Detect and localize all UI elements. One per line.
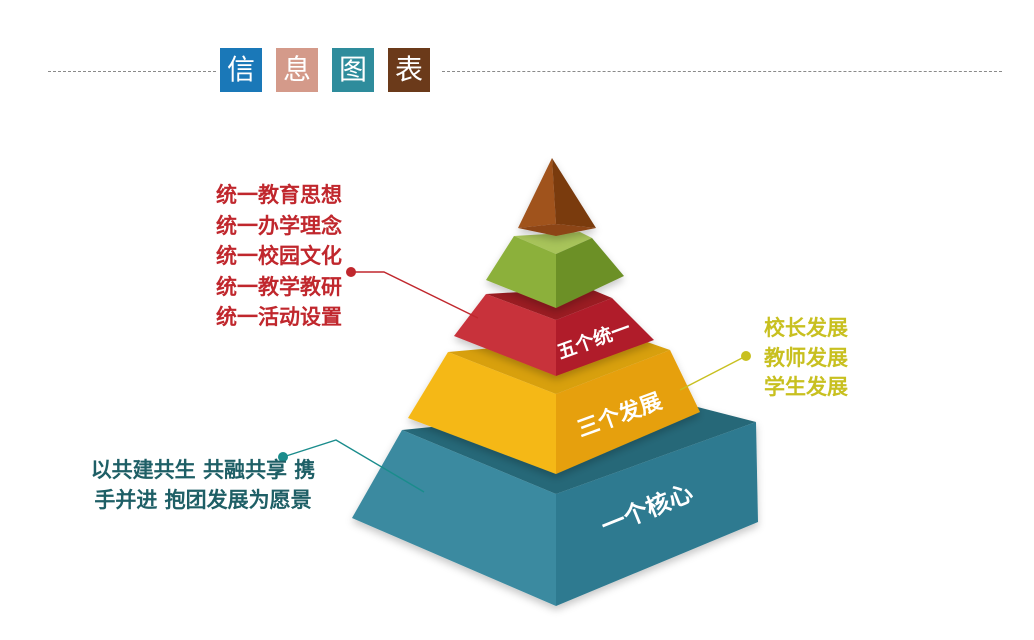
callout-yellow-line-1: 校长发展 <box>764 316 848 340</box>
tier-green <box>486 232 624 308</box>
tier-red-right <box>556 298 654 376</box>
callout-yellow-line-3: 学生发展 <box>764 375 848 399</box>
tier-teal-right <box>556 422 758 606</box>
title-char-3: 图 <box>332 48 374 92</box>
tier-top-right <box>552 158 596 228</box>
callout-red-line-4: 统一教学教研 <box>216 274 342 299</box>
title-char-2: 息 <box>276 48 318 92</box>
callout-red-leader <box>346 267 479 319</box>
tier-green-right <box>556 238 624 308</box>
callout-teal-line-2: 手并进 抱团发展为愿景 <box>94 488 312 512</box>
tier-yellow-right <box>556 350 700 474</box>
callout-teal-leader <box>278 439 425 493</box>
tier-top <box>518 158 596 236</box>
callout-red-text: 统一教育思想 统一办学理念 统一校园文化 统一教学教研 统一活动设置 <box>180 180 342 333</box>
callout-red-line-1: 统一教育思想 <box>216 183 342 207</box>
header-divider-right <box>442 71 1002 72</box>
title-char-1: 信 <box>220 48 262 92</box>
callout-teal-line-1: 以共建共生 共融共享 携 <box>90 458 316 482</box>
callout-teal-text: 以共建共生 共融共享 携 手并进 抱团发展为愿景 <box>60 455 346 515</box>
tier-yellow-left <box>408 352 556 474</box>
tier-top-left <box>518 158 556 228</box>
tier-green-top <box>514 232 592 254</box>
callout-yellow-text: 校长发展 教师发展 学生发展 <box>764 314 848 403</box>
callout-red-line-2: 统一办学理念 <box>216 213 342 238</box>
tier-red-left <box>454 294 556 376</box>
tier-top-front <box>518 224 596 236</box>
tier-green-left <box>486 236 556 308</box>
callout-yellow-leader <box>679 351 751 391</box>
callout-red-line-5: 统一活动设置 <box>216 305 342 329</box>
header-divider-left <box>48 71 216 72</box>
title-char-4: 表 <box>388 48 430 92</box>
callout-red-line-3: 统一校园文化 <box>216 244 342 268</box>
tier-teal-left <box>352 430 556 606</box>
callout-yellow-line-2: 教师发展 <box>764 345 848 370</box>
